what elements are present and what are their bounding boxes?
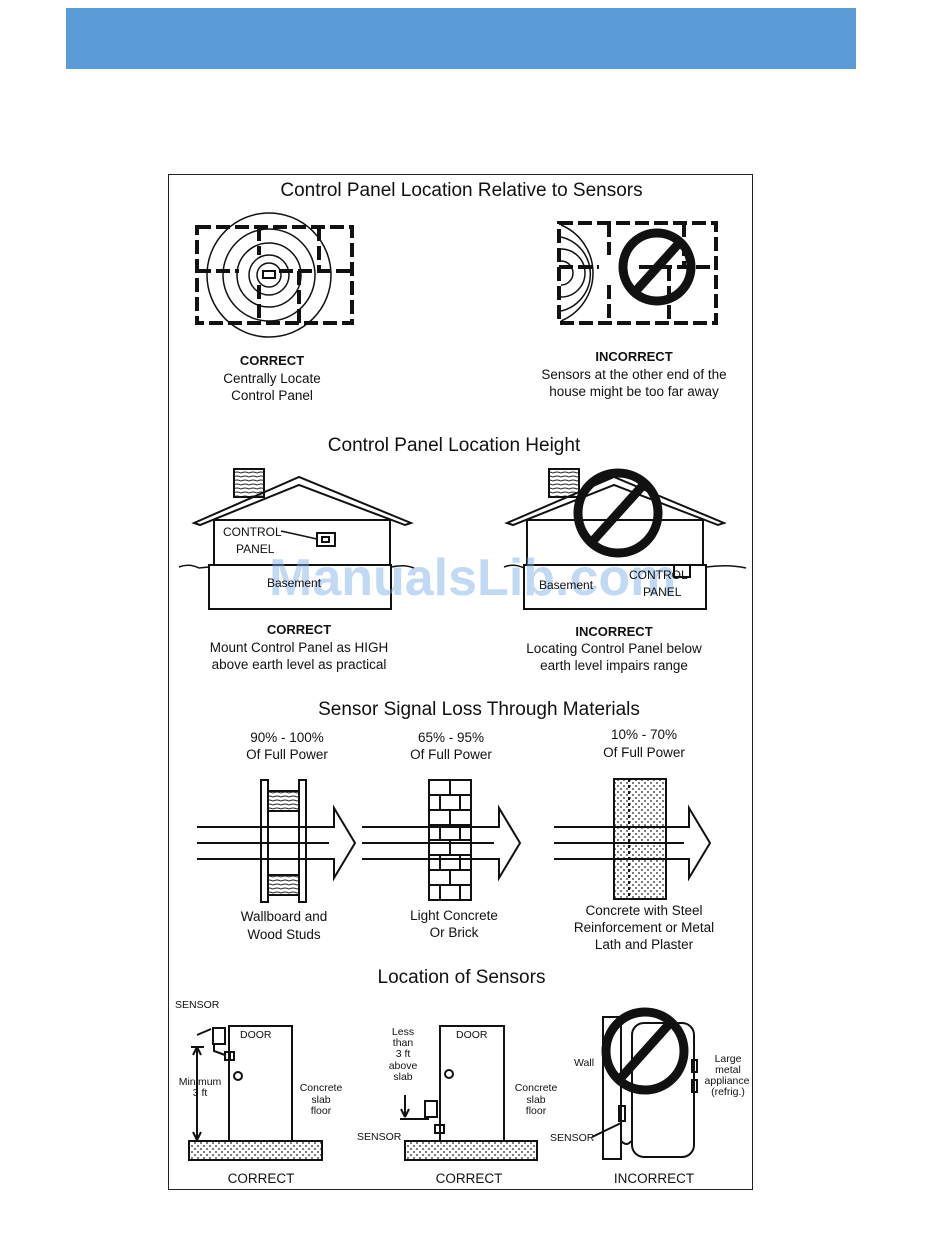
header-banner <box>66 8 856 69</box>
section-title-panel-height: Control Panel Location Height <box>327 435 581 456</box>
power-label: Of Full Power <box>410 747 492 762</box>
appliance-label: metal <box>715 1064 741 1076</box>
reinforced-concrete <box>554 778 712 900</box>
material-name: Reinforcement or Metal <box>573 920 715 935</box>
correct-label: CORRECT <box>239 353 305 368</box>
sensor-label: SENSOR <box>357 1131 402 1143</box>
incorrect-label: INCORRECT <box>575 624 653 639</box>
door-middle <box>400 1025 538 1161</box>
material-name: Wood Studs <box>247 927 321 942</box>
caption-line: house might be too far away <box>549 384 719 399</box>
correct-label: CORRECT <box>266 622 332 637</box>
control-panel-label: PANEL <box>643 585 682 599</box>
prohibited-icon <box>618 228 696 306</box>
caption-line: earth level impairs range <box>540 658 688 673</box>
slab-label: slab <box>526 1094 546 1106</box>
control-panel-label: CONTROL <box>223 525 282 539</box>
house-correct <box>191 468 414 610</box>
appliance-label: appliance <box>704 1075 750 1087</box>
minimum-height-label: Minimum <box>178 1076 222 1088</box>
power-range: 90% - 100% <box>250 730 324 745</box>
signal-rings-correct <box>206 212 332 338</box>
correct-label: CORRECT <box>227 1171 295 1186</box>
wallboard-wood-studs <box>197 779 357 903</box>
power-range: 65% - 95% <box>417 730 485 745</box>
caption-line: Control Panel <box>231 388 313 403</box>
door-label: DOOR <box>456 1029 488 1041</box>
installation-figure: ManualsLib.com Control Panel Location Re… <box>168 174 753 1190</box>
height-note: 3 ft <box>395 1048 411 1060</box>
slab-label: Concrete <box>514 1082 558 1094</box>
caption-line: Locating Control Panel below <box>526 641 702 656</box>
slab-label: slab <box>311 1094 331 1106</box>
door-label: DOOR <box>240 1029 272 1041</box>
minimum-height-label: 3 ft <box>192 1087 208 1099</box>
appliance-label: (refrig.) <box>711 1086 745 1098</box>
section-title-panel-location: Control Panel Location Relative to Senso… <box>280 180 643 201</box>
power-range: 10% - 70% <box>610 727 678 742</box>
floor-plan-incorrect <box>557 221 718 325</box>
brick-wall <box>362 779 522 901</box>
height-note: above <box>388 1060 418 1072</box>
caption-line: Sensors at the other end of the <box>541 367 727 382</box>
power-label: Of Full Power <box>246 747 328 762</box>
height-note: Less <box>391 1026 415 1038</box>
slab-label: floor <box>525 1105 547 1117</box>
basement-label: Basement <box>539 578 594 592</box>
door-left <box>188 1025 323 1161</box>
material-name: Concrete with Steel <box>585 903 703 918</box>
prohibited-icon <box>601 1007 689 1095</box>
control-panel-label: PANEL <box>236 542 275 556</box>
ground-lines <box>178 564 747 569</box>
control-panel-label: CONTROL <box>629 568 688 582</box>
sensor-label: SENSOR <box>175 999 220 1011</box>
caption-line: Centrally Locate <box>223 371 321 386</box>
caption-line: Mount Control Panel as HIGH <box>209 640 389 655</box>
watermark: ManualsLib.com <box>269 549 677 607</box>
prohibited-icon <box>573 468 663 558</box>
incorrect-label: INCORRECT <box>595 349 673 364</box>
floor-plan-correct <box>195 225 354 325</box>
material-name: Wallboard and <box>240 909 328 924</box>
correct-label: CORRECT <box>435 1171 503 1186</box>
sensor-label: SENSOR <box>550 1132 595 1144</box>
appliance-label: Large <box>714 1053 742 1065</box>
material-name: Light Concrete <box>410 908 498 923</box>
power-label: Of Full Power <box>603 745 685 760</box>
basement-label: Basement <box>267 576 322 590</box>
figure-drawings <box>178 212 747 1161</box>
slab-label: floor <box>310 1105 332 1117</box>
wall-label: Wall <box>574 1057 595 1069</box>
material-name: Or Brick <box>429 925 479 940</box>
section-title-signal-loss: Sensor Signal Loss Through Materials <box>318 699 640 720</box>
height-note: slab <box>393 1071 413 1083</box>
material-name: Lath and Plaster <box>594 937 694 952</box>
incorrect-label: INCORRECT <box>613 1171 695 1186</box>
section-title-sensor-location: Location of Sensors <box>377 967 546 988</box>
signal-rings-incorrect <box>560 224 594 322</box>
slab-label: Concrete <box>299 1082 343 1094</box>
caption-line: above earth level as practical <box>211 657 387 672</box>
height-note: than <box>392 1037 414 1049</box>
